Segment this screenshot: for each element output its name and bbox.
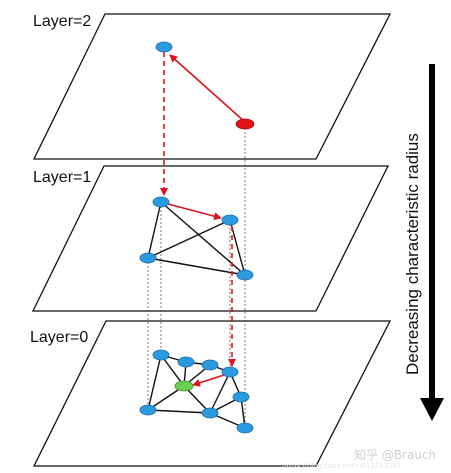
search-arrow-l0 — [192, 374, 225, 387]
node — [221, 214, 239, 226]
search-arrow-l2 — [169, 54, 246, 123]
layer-1-nodes — [139, 196, 254, 281]
node — [201, 407, 219, 419]
decreasing-arrow — [420, 64, 444, 421]
layer-2-label: Layer=2 — [33, 13, 91, 30]
layer-0-edges — [147, 354, 246, 429]
node — [139, 404, 157, 416]
layer-2-plane — [32, 13, 392, 160]
node — [232, 391, 250, 403]
layer-0-label: Layer=0 — [30, 329, 88, 346]
node — [155, 41, 173, 53]
node — [152, 349, 170, 361]
entry-node — [235, 118, 255, 130]
layer-0-nodes — [139, 349, 254, 434]
layer-2-nodes — [155, 41, 255, 130]
node — [152, 196, 170, 208]
node — [236, 269, 254, 281]
node — [177, 356, 195, 368]
node — [221, 366, 239, 378]
projection-lines — [147, 124, 246, 428]
watermark: 知乎 @Brauch — [354, 448, 436, 462]
search-arrow-l1 — [167, 203, 222, 221]
layer-1-edges — [147, 201, 246, 276]
layer-1-plane — [31, 165, 390, 312]
node — [139, 252, 157, 264]
target-node — [174, 380, 194, 392]
layer-0-plane — [32, 320, 392, 467]
node — [201, 359, 219, 371]
search-path — [160, 52, 246, 387]
layer-1-label: Layer=1 — [33, 169, 91, 186]
watermark-url: https://blog.csdn.net/u011233351 — [282, 462, 401, 470]
axis-label: Decreasing characteristic radius — [403, 133, 422, 375]
node — [236, 422, 254, 434]
